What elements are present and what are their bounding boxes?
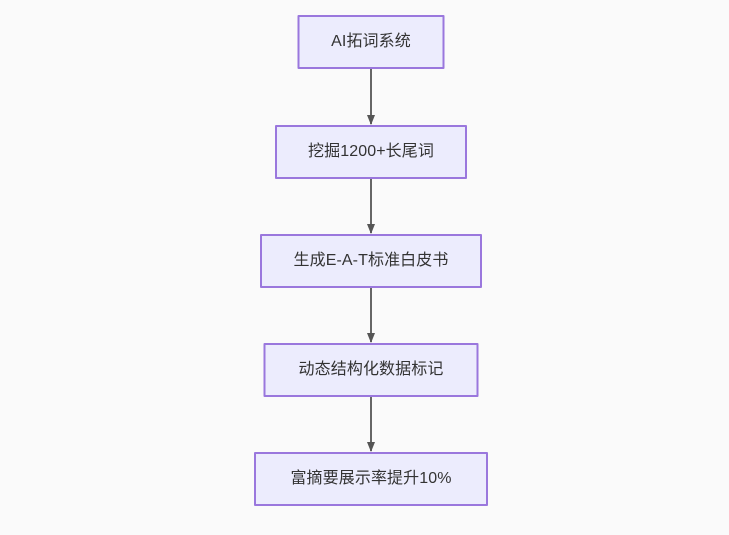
flow-node-ai-keyword-system[interactable]: AI拓词系统	[297, 15, 445, 69]
flow-node-label: AI拓词系统	[331, 33, 411, 50]
flow-node-generate-eat-whitepaper[interactable]: 生成E-A-T标准白皮书	[260, 234, 482, 288]
flow-node-label: 挖掘1200+长尾词	[308, 143, 434, 160]
flow-node-label: 富摘要展示率提升10%	[290, 470, 452, 487]
flow-node-label: 动态结构化数据标记	[298, 361, 444, 378]
flow-node-dynamic-structured-data-markup[interactable]: 动态结构化数据标记	[263, 343, 479, 397]
flow-node-label: 生成E-A-T标准白皮书	[293, 252, 449, 269]
flow-node-rich-snippet-rate-increase[interactable]: 富摘要展示率提升10%	[254, 452, 488, 506]
flow-node-mine-longtail-keywords[interactable]: 挖掘1200+长尾词	[275, 125, 467, 179]
